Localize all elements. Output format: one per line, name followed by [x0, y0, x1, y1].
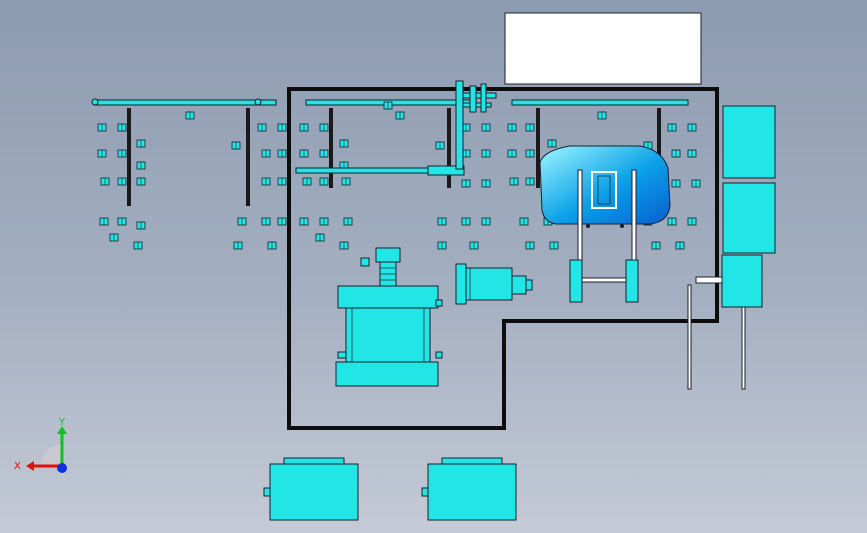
axis-label-x: X	[14, 461, 21, 472]
fastener-cluster	[97, 101, 701, 250]
electrical-cabinets	[687, 105, 776, 390]
main-frame	[287, 87, 719, 430]
bottom-crates	[263, 457, 517, 521]
servo-motor	[455, 263, 533, 305]
lift-table-assembly	[335, 247, 443, 387]
axis-label-y: Y	[58, 417, 66, 428]
vertical-guide-rods	[127, 108, 661, 206]
cab-shell	[539, 145, 671, 228]
pneumatic-piping	[455, 80, 497, 170]
title-block	[504, 12, 702, 85]
gripper-mechanism	[569, 169, 639, 303]
transfer-cylinder	[295, 165, 465, 176]
view-triad-icon[interactable]: Y X	[14, 417, 67, 473]
